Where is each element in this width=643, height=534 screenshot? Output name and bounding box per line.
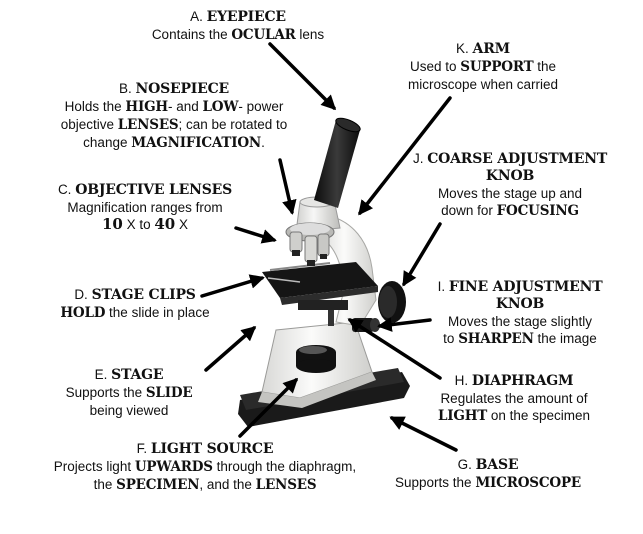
fine-letter: I. — [437, 279, 449, 294]
nosepiece-name: NOSEPIECE — [135, 81, 230, 97]
coarse-letter: J. — [412, 151, 428, 166]
base-letter: G. — [457, 457, 476, 472]
objective-description-line: 10 X to 40 X — [101, 215, 189, 233]
arrow-diaphragm — [347, 318, 442, 380]
nosepiece-heading: B. NOSEPIECE — [44, 80, 304, 98]
arrow-objective — [234, 226, 277, 244]
base-description-line: Supports the MICROSCOPE — [395, 475, 581, 491]
coarse-name: COARSE ADJUSTMENT — [427, 151, 608, 167]
nosepiece-letter: B. — [118, 81, 136, 96]
coarse-description-line: down for FOCUSING — [441, 203, 579, 219]
stage-name: STAGE — [111, 367, 164, 383]
light-letter: F. — [136, 441, 151, 456]
eyepiece-name: EYEPIECE — [206, 9, 286, 25]
objective-name: OBJECTIVE LENSES — [75, 182, 233, 198]
eyepiece-description-line: Contains the OCULAR lens — [151, 27, 325, 43]
diaphragm-description-line: LIGHT on the specimen — [438, 408, 590, 424]
arrow-base — [389, 416, 458, 452]
stageclips-name: STAGE CLIPS — [91, 287, 196, 303]
nosepiece-description-line: change MAGNIFICATION. — [83, 135, 265, 151]
fine-heading: I. FINE ADJUSTMENT — [420, 278, 620, 296]
stage-heading: E. STAGE — [44, 366, 214, 384]
objective-description-line: Magnification ranges from — [67, 200, 223, 215]
light-name: LIGHT SOURCE — [150, 441, 274, 457]
stage-description-line: being viewed — [89, 403, 169, 418]
diaphragm-name: DIAPHRAGM — [471, 373, 574, 389]
stageclips-heading: D. STAGE CLIPS — [50, 286, 220, 304]
light-source — [296, 345, 336, 373]
eyepiece-letter: A. — [190, 9, 207, 24]
fine-name-line2: KNOB — [495, 296, 545, 312]
pointer-arrows — [200, 42, 458, 452]
stageclips-letter: D. — [74, 287, 92, 302]
arrow-stageclips — [200, 274, 265, 298]
objective-heading: C. OBJECTIVE LENSES — [50, 181, 240, 199]
objective-letter: C. — [57, 182, 76, 197]
arrow-eyepiece — [268, 42, 337, 111]
coarse-description-line: Moves the stage up and — [437, 186, 583, 201]
diaphragm — [298, 300, 348, 326]
stageclips-description-line: HOLD the slide in place — [60, 305, 210, 321]
diaphragm-letter: H. — [454, 373, 472, 388]
coarse-name-line2: KNOB — [485, 168, 535, 184]
nosepiece-description-line: Holds the HIGH- and LOW- power — [64, 99, 284, 115]
arrow-light — [238, 377, 299, 438]
arm-name: ARM — [472, 41, 511, 57]
diaphragm-description-line: Regulates the amount of — [440, 391, 588, 406]
arm-description-line: microscope when carried — [407, 77, 559, 92]
diaphragm-heading: H. DIAPHRAGM — [414, 372, 614, 390]
arrow-nosepiece — [278, 158, 297, 215]
eyepiece-heading: A. EYEPIECE — [138, 8, 338, 26]
arm-heading: K. ARM — [378, 40, 588, 58]
stage-description-line: Supports the SLIDE — [65, 385, 193, 401]
coarse-adjustment-knob — [378, 281, 406, 323]
eyepiece — [314, 117, 361, 208]
stage-letter: E. — [94, 367, 112, 382]
arrow-coarse — [402, 222, 442, 287]
objective-lenses — [289, 231, 330, 266]
coarse-heading: J. COARSE ADJUSTMENT — [400, 150, 620, 168]
light-heading: F. LIGHT SOURCE — [40, 440, 370, 458]
arm-letter: K. — [456, 41, 473, 56]
fine-description-line: to SHARPEN the image — [443, 331, 597, 347]
arrow-fine — [377, 317, 432, 332]
light-description-line: Projects light UPWARDS through the diaph… — [53, 459, 357, 475]
fine-name: FINE ADJUSTMENT — [448, 279, 603, 295]
nosepiece-description-line: objective LENSES; can be rotated to — [60, 117, 288, 133]
arm-description-line: Used to SUPPORT the — [409, 59, 557, 75]
base-heading: G. BASE — [388, 456, 588, 474]
arrow-arm — [358, 96, 452, 216]
arrow-stage — [204, 326, 257, 372]
base-name: BASE — [475, 457, 519, 473]
light-description-line: the SPECIMEN, and the LENSES — [93, 477, 317, 493]
fine-description-line: Moves the stage slightly — [447, 314, 593, 329]
